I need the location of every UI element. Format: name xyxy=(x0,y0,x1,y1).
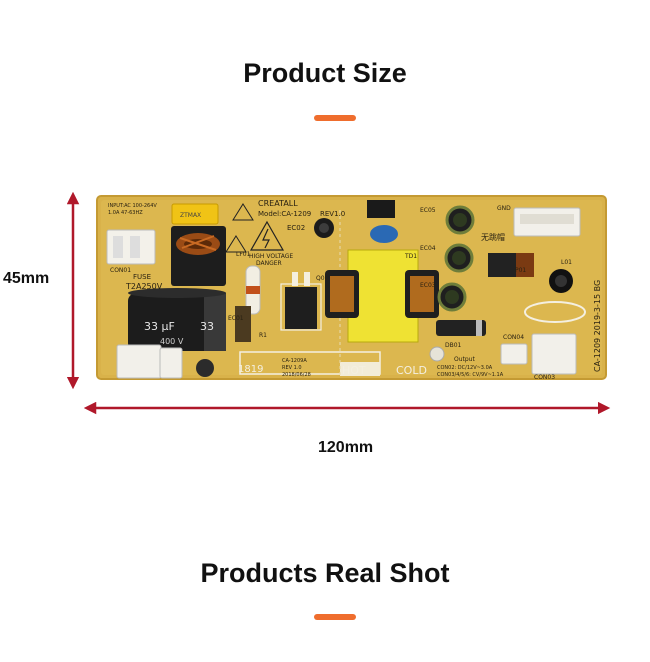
q01-text: Q01 xyxy=(316,275,329,282)
date-text: 2018/06/28 xyxy=(282,372,311,378)
db01-text: DB01 xyxy=(445,342,462,349)
ca-text: CA-1209A xyxy=(282,358,307,364)
r1-text: R1 xyxy=(259,332,267,339)
con01-text: CON01 xyxy=(110,267,131,274)
model-text: Model:CA-1209 xyxy=(258,210,311,218)
real-shot-heading: Products Real Shot xyxy=(200,558,450,588)
p01-text: P01 xyxy=(515,267,526,274)
fuse-text: FUSE xyxy=(133,273,151,281)
real-shot-accent-bar xyxy=(314,614,356,620)
capacitor-value-text: 33 μF xyxy=(144,320,175,333)
ec05-text: EC05 xyxy=(420,207,436,214)
width-dimension-label: 120mm xyxy=(318,439,374,456)
svg-text:ZTMAX: ZTMAX xyxy=(180,212,201,219)
td1-text: TD1 xyxy=(404,253,417,260)
gnd-text: GND xyxy=(497,205,511,212)
hv-text: HIGH VOLTAGE xyxy=(249,253,293,260)
brand-text: CREATALL xyxy=(258,199,298,208)
ec02-text: EC02 xyxy=(287,224,305,232)
height-dimension-label: 45mm xyxy=(3,270,50,287)
rev-text: REV1.0 xyxy=(320,210,345,218)
input2-text: 1.0A 47-63HZ xyxy=(108,210,143,216)
rev2-text: REV 1.0 xyxy=(282,365,302,371)
danger-text: DANGER xyxy=(256,260,282,267)
pcb-board: ZTMAX xyxy=(96,195,607,380)
output-text: Output xyxy=(454,356,475,363)
output1-text: CON02: DC/12V~3.0A xyxy=(437,365,493,371)
con04-text: CON04 xyxy=(503,334,524,341)
l01-text: L01 xyxy=(561,259,572,266)
capacitor-value2-text: 33 xyxy=(200,320,214,333)
cold-text: COLD xyxy=(396,364,427,377)
product-size-accent-bar xyxy=(314,115,356,121)
ec01-text: EC01 xyxy=(228,315,244,322)
product-size-heading: Product Size xyxy=(243,58,407,88)
con03-text: CON03 xyxy=(534,374,555,381)
ec03-text: EC03 xyxy=(420,282,436,289)
fuse-rating-text: T2A250V xyxy=(125,282,163,291)
side-text: CA-1209 2019-3-15 BG xyxy=(593,280,602,372)
lf01-text: LF01 xyxy=(236,251,251,258)
hot-text: HOT xyxy=(342,364,366,377)
number-text: 1819 xyxy=(238,364,263,375)
jumper-note-text: 无跳帽 xyxy=(481,232,505,242)
output2-text: CON03/4/5/6: CV/9V~1.1A xyxy=(437,372,504,378)
input-text: INPUT:AC 100-264V xyxy=(108,203,157,209)
capacitor-voltage-text: 400 V xyxy=(160,337,184,346)
ec04-text: EC04 xyxy=(420,245,436,252)
